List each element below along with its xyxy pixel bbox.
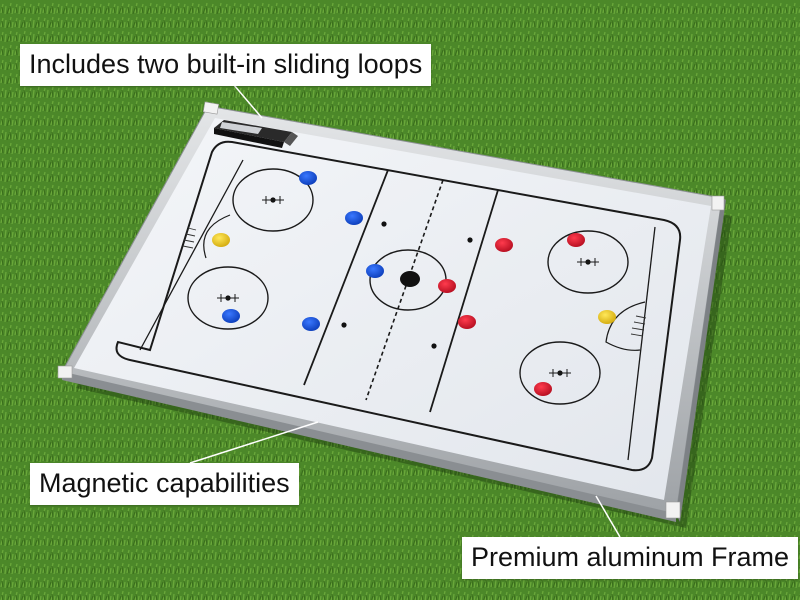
hash-marks xyxy=(217,196,599,377)
center-faceoff-dot xyxy=(400,271,420,287)
whiteboard-surface xyxy=(74,118,711,500)
blue-line-right xyxy=(429,189,499,413)
rink-outline xyxy=(115,140,682,472)
callout-sliding-loops: Includes two built-in sliding loops xyxy=(20,44,432,86)
goal-net-right xyxy=(630,315,647,337)
goal-line-left xyxy=(139,159,244,351)
goal-net-left xyxy=(182,227,197,249)
dry-erase-marker-icon xyxy=(214,120,298,148)
faceoff-dots xyxy=(225,197,591,376)
frame-corner-cap xyxy=(57,365,73,379)
pointer-magnetic xyxy=(189,421,319,464)
faceoff-circle xyxy=(547,230,629,294)
magnets-blue xyxy=(222,171,384,331)
frame-right-edge xyxy=(676,198,726,522)
faceoff-circle xyxy=(232,168,314,232)
pointer-frame xyxy=(595,495,621,538)
callout-magnetic: Magnetic capabilities xyxy=(30,463,299,505)
blue-line-left xyxy=(303,169,389,386)
frame-front-edge xyxy=(62,372,676,522)
goal-line-right xyxy=(627,226,656,461)
center-line xyxy=(365,179,444,401)
faceoff-circle xyxy=(187,266,269,330)
goal-crease-left xyxy=(203,214,231,259)
frame-corner-cap xyxy=(665,501,681,519)
faceoff-circle xyxy=(519,341,601,405)
callout-aluminum-frame: Premium aluminum Frame xyxy=(462,537,799,579)
frame-corner-cap xyxy=(711,195,725,211)
magnets-yellow xyxy=(212,233,616,324)
frame-corner-cap xyxy=(202,101,220,115)
magnets-red xyxy=(438,233,585,396)
goal-crease-right xyxy=(605,301,646,351)
